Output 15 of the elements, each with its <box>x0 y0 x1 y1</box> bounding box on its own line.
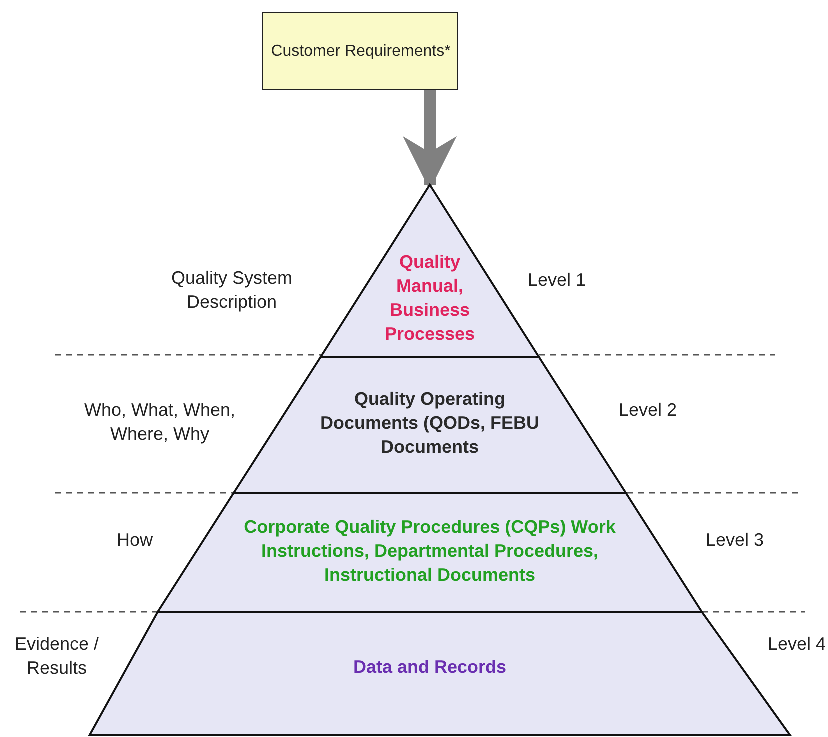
level-text: Corporate Quality Procedures (CQPs) Work Instructions, Departmental Procedures, Instructional Documents <box>243 516 617 587</box>
side-description: Quality System Description <box>171 268 293 312</box>
level-label: Level 1 <box>528 270 586 290</box>
level-text: Data and Records <box>353 656 507 679</box>
pyramid-level <box>157 492 703 613</box>
level-label: Level 2 <box>618 400 678 420</box>
level-label: Level 4 <box>768 634 826 654</box>
level-text: Quality Manual, Business Processes <box>384 251 476 346</box>
level-text: Quality Operating Documents (QODs, FEBU Documents <box>320 388 540 459</box>
side-description: Evidence / Results <box>14 634 100 678</box>
box-text: Customer Requirements* <box>271 42 451 62</box>
side-description: Who, What, When, Where, Why <box>84 400 236 444</box>
level-label: Level 3 <box>706 530 764 550</box>
side-description: How <box>116 530 153 550</box>
requirements-box <box>262 12 458 90</box>
